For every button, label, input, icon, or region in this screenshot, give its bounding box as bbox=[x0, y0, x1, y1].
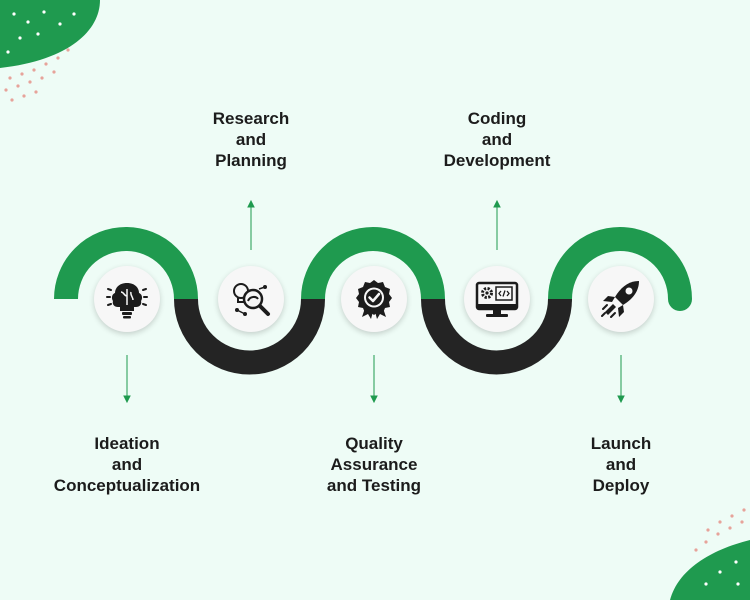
step-1-label: Ideation and Conceptualization bbox=[37, 433, 217, 496]
step-3-icon-circle bbox=[341, 266, 407, 332]
step-2-label-line: Research bbox=[212, 109, 290, 128]
quality-badge-check-icon bbox=[356, 280, 392, 319]
step-4-icon-circle bbox=[464, 266, 530, 332]
step-5-label-line: Launch bbox=[590, 434, 652, 453]
step-4-label: Coding and Development bbox=[407, 108, 587, 171]
step-2-label: Research and Planning bbox=[161, 108, 341, 171]
step-4-label-line: Development bbox=[443, 151, 551, 170]
step-4-label-line: and bbox=[481, 130, 513, 149]
step-5-label-line: Deploy bbox=[592, 476, 650, 495]
step-1-label-line: Conceptualization bbox=[53, 476, 201, 495]
step-2-icon-circle bbox=[218, 266, 284, 332]
step-1-label-line: Ideation bbox=[94, 434, 160, 453]
rocket-icon bbox=[601, 281, 639, 318]
step-3-label: Quality Assurance and Testing bbox=[284, 433, 464, 496]
step-1-label-line: and bbox=[111, 455, 143, 474]
wave-arc-dark-1 bbox=[174, 298, 325, 375]
research-magnifier-icon bbox=[233, 283, 270, 316]
wave-arc-dark-2 bbox=[421, 298, 572, 375]
step-3-label-line: Assurance bbox=[330, 455, 418, 474]
brain-lightbulb-icon bbox=[106, 283, 148, 319]
step-3-label-line: Quality bbox=[345, 434, 403, 453]
step-2-label-line: Planning bbox=[215, 151, 287, 170]
monitor-code-gear-icon bbox=[475, 281, 519, 317]
top-left-decoration bbox=[0, 0, 100, 102]
step-1-icon-circle bbox=[94, 266, 160, 332]
wave-arc-green-3 bbox=[548, 227, 692, 311]
bottom-right-decoration bbox=[670, 508, 750, 600]
wave-arc-green-1 bbox=[54, 227, 198, 300]
step-3-label-line: and Testing bbox=[326, 476, 422, 495]
step-5-label-line: and bbox=[605, 455, 637, 474]
wave-arc-green-2 bbox=[301, 227, 445, 300]
step-2-label-line: and bbox=[235, 130, 267, 149]
step-5-icon-circle bbox=[588, 266, 654, 332]
step-4-label-line: Coding bbox=[467, 109, 527, 128]
step-5-label: Launch and Deploy bbox=[531, 433, 711, 496]
